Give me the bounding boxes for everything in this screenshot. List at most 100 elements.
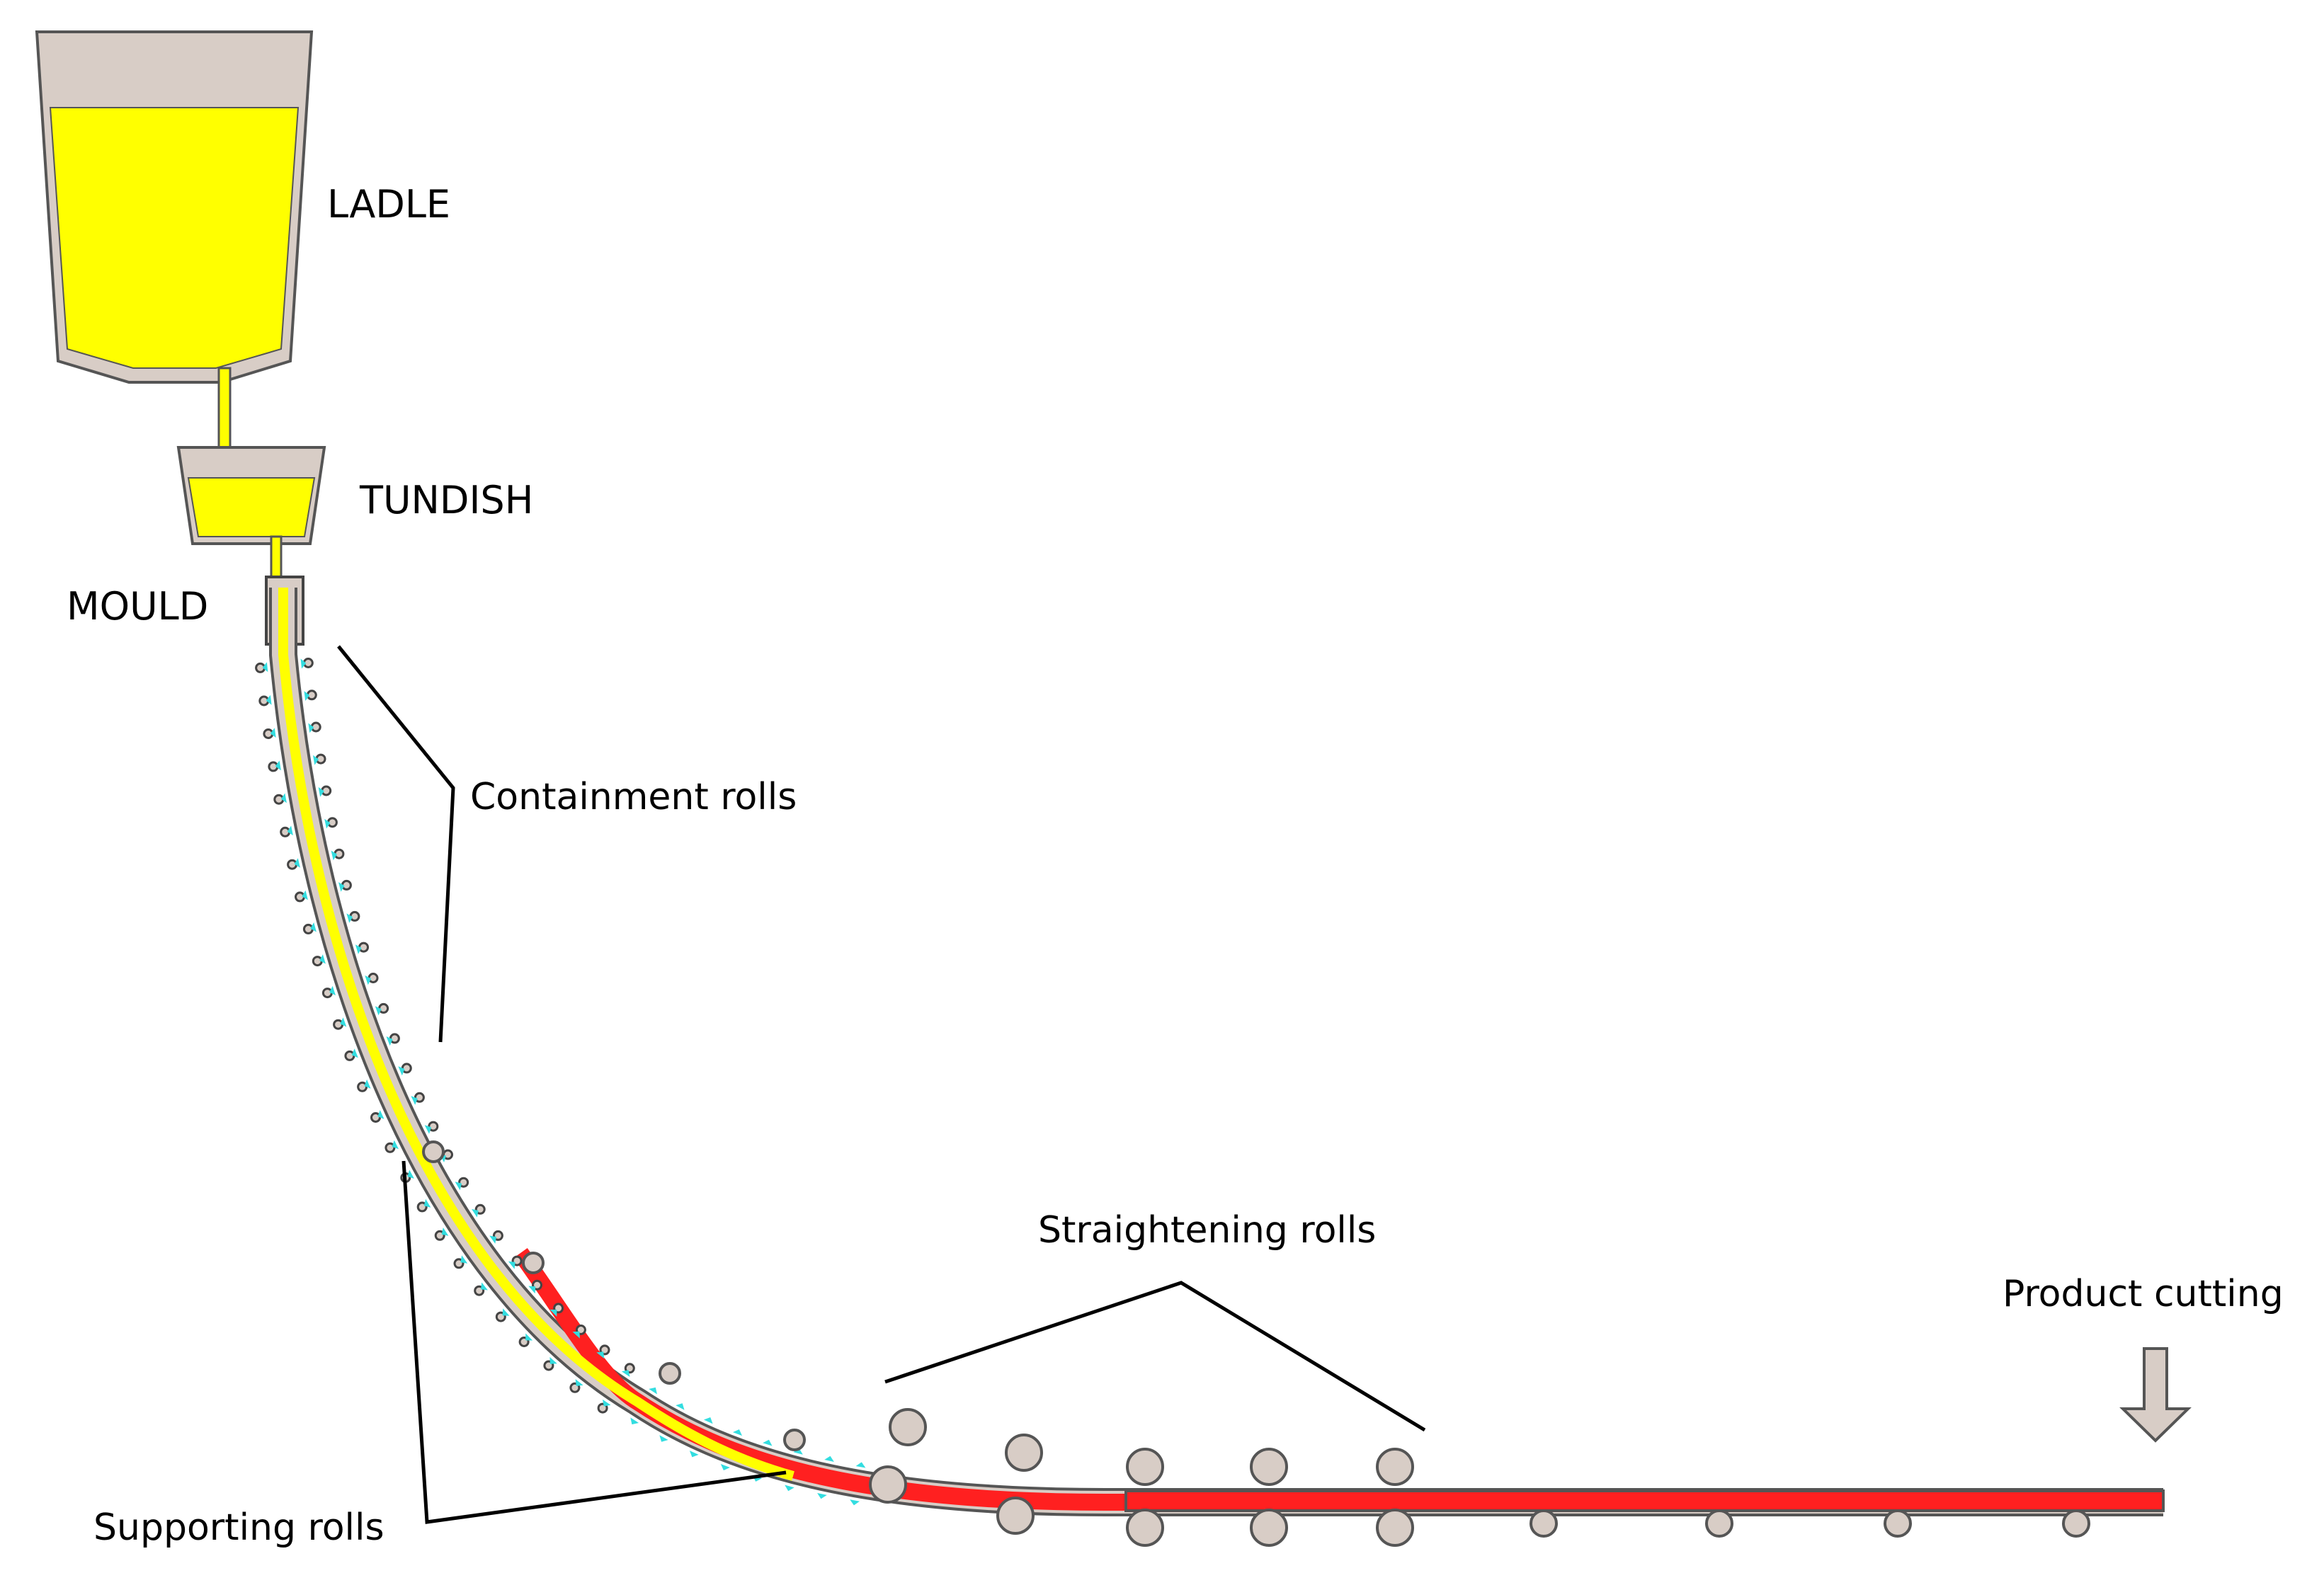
- straightening-rolls-label: Straightening rolls: [1038, 1209, 1377, 1252]
- straightening-roll: [1126, 1509, 1164, 1547]
- spray-nozzle: [318, 786, 324, 797]
- spray-nozzle: [549, 1356, 557, 1364]
- containment-roll: [321, 988, 333, 999]
- spray-nozzle: [275, 760, 281, 771]
- containment-roll: [312, 956, 323, 967]
- spray-nozzle: [502, 1308, 510, 1316]
- straightening-roll: [1250, 1448, 1288, 1486]
- spray-nozzle: [455, 1182, 462, 1191]
- containment-rolls-label: Containment rolls: [470, 776, 797, 818]
- spray-nozzle: [270, 728, 276, 738]
- supporting-rolls-label: Supporting rolls: [93, 1506, 385, 1549]
- runout-rolls: [1530, 1509, 2090, 1538]
- spray-nozzle: [720, 1464, 730, 1470]
- spray-nozzle: [508, 1261, 516, 1269]
- containment-roll: [302, 923, 314, 934]
- spray-nozzle: [364, 1079, 371, 1089]
- spray-nozzle: [262, 662, 268, 673]
- straightening-roll: [1376, 1448, 1414, 1486]
- spray-nozzle: [386, 1036, 393, 1046]
- spray-nozzle: [324, 818, 331, 829]
- spray-nozzle: [304, 691, 310, 701]
- spray-nozzle: [596, 1351, 605, 1359]
- leader-lines: [337, 645, 1426, 1524]
- spray-nozzle: [407, 1169, 414, 1179]
- spray-nozzle: [313, 755, 319, 765]
- spray-nozzle: [676, 1403, 685, 1410]
- spray-nozzle: [302, 890, 308, 900]
- spray-nozzle: [377, 1110, 385, 1119]
- spray-nozzle: [855, 1462, 866, 1468]
- ladle-label: LADLE: [327, 182, 451, 227]
- mould-label: MOULD: [67, 584, 209, 629]
- spray-nozzle: [287, 825, 293, 836]
- ladle-molten-steel: [49, 107, 300, 369]
- straightening-roll: [889, 1408, 927, 1446]
- supporting-roll: [422, 1140, 445, 1163]
- spray-nozzle: [763, 1439, 773, 1446]
- straightening-roll: [1250, 1509, 1288, 1547]
- spray-nozzle: [785, 1485, 794, 1492]
- spray-nozzle: [310, 922, 317, 932]
- spray-nozzle: [689, 1451, 699, 1458]
- spray-nozzle: [793, 1448, 803, 1455]
- spray-nozzle: [817, 1493, 827, 1499]
- supporting-rolls: [422, 1140, 806, 1451]
- spray-nozzle: [703, 1417, 713, 1424]
- spray-nozzle: [575, 1379, 583, 1386]
- strand-product: [1124, 1489, 2165, 1512]
- spray-nozzle: [489, 1235, 496, 1244]
- arrow-down-icon: [2119, 1347, 2192, 1443]
- spray-nozzle: [525, 1333, 533, 1341]
- spray-nozzle: [338, 882, 345, 892]
- spray-nozzle: [441, 1228, 449, 1236]
- spray-nozzle: [850, 1499, 860, 1506]
- spray-nozzle: [659, 1435, 668, 1442]
- spray-nozzle: [351, 1048, 358, 1058]
- supporting-roll: [783, 1429, 806, 1451]
- spray-nozzle: [294, 858, 300, 868]
- spray-nozzle: [331, 850, 337, 861]
- containment-leader: [337, 645, 455, 1043]
- spray-nozzle: [824, 1455, 834, 1462]
- spray-nozzle: [392, 1140, 399, 1150]
- spray-nozzle: [319, 954, 326, 964]
- runout-roll: [1705, 1509, 1733, 1538]
- containment-roll: [333, 1019, 344, 1030]
- tundish: [176, 446, 326, 584]
- strand-liquid-core: [278, 588, 794, 1481]
- runout-roll: [1530, 1509, 1558, 1538]
- spray-nozzle: [528, 1286, 536, 1294]
- containment-roll: [385, 1142, 396, 1153]
- spray-nozzle: [630, 1417, 639, 1425]
- straightening-rolls: [869, 1408, 1414, 1547]
- spray-nozzle: [549, 1309, 557, 1317]
- spray-nozzle: [375, 1006, 382, 1016]
- strand-shell: [269, 588, 2163, 1516]
- spray-nozzle: [355, 944, 362, 954]
- spray-nozzle: [424, 1125, 432, 1134]
- spray-nozzle: [572, 1331, 580, 1339]
- spray-nozzle: [649, 1387, 657, 1395]
- containment-roll: [428, 1121, 439, 1132]
- tundish-label: TUNDISH: [360, 478, 534, 522]
- spray-nozzle: [266, 694, 272, 705]
- spray-nozzles: [262, 658, 866, 1506]
- spray-nozzle: [472, 1208, 479, 1218]
- spray-nozzle: [621, 1370, 630, 1377]
- containment-roll: [368, 973, 379, 983]
- spray-nozzle: [423, 1199, 431, 1208]
- ladle: [35, 30, 314, 486]
- spray-nozzle: [280, 793, 287, 803]
- spray-nozzle: [398, 1066, 405, 1076]
- straightening-roll: [1005, 1434, 1043, 1472]
- spray-nozzle: [732, 1429, 742, 1436]
- spray-nozzle: [460, 1255, 468, 1264]
- straightening-roll: [1376, 1509, 1414, 1547]
- supporting-roll: [659, 1362, 681, 1385]
- straightening-leader: [884, 1281, 1426, 1432]
- supporting-roll: [522, 1252, 545, 1274]
- spray-nozzle: [308, 723, 314, 733]
- runout-roll: [1884, 1509, 1912, 1538]
